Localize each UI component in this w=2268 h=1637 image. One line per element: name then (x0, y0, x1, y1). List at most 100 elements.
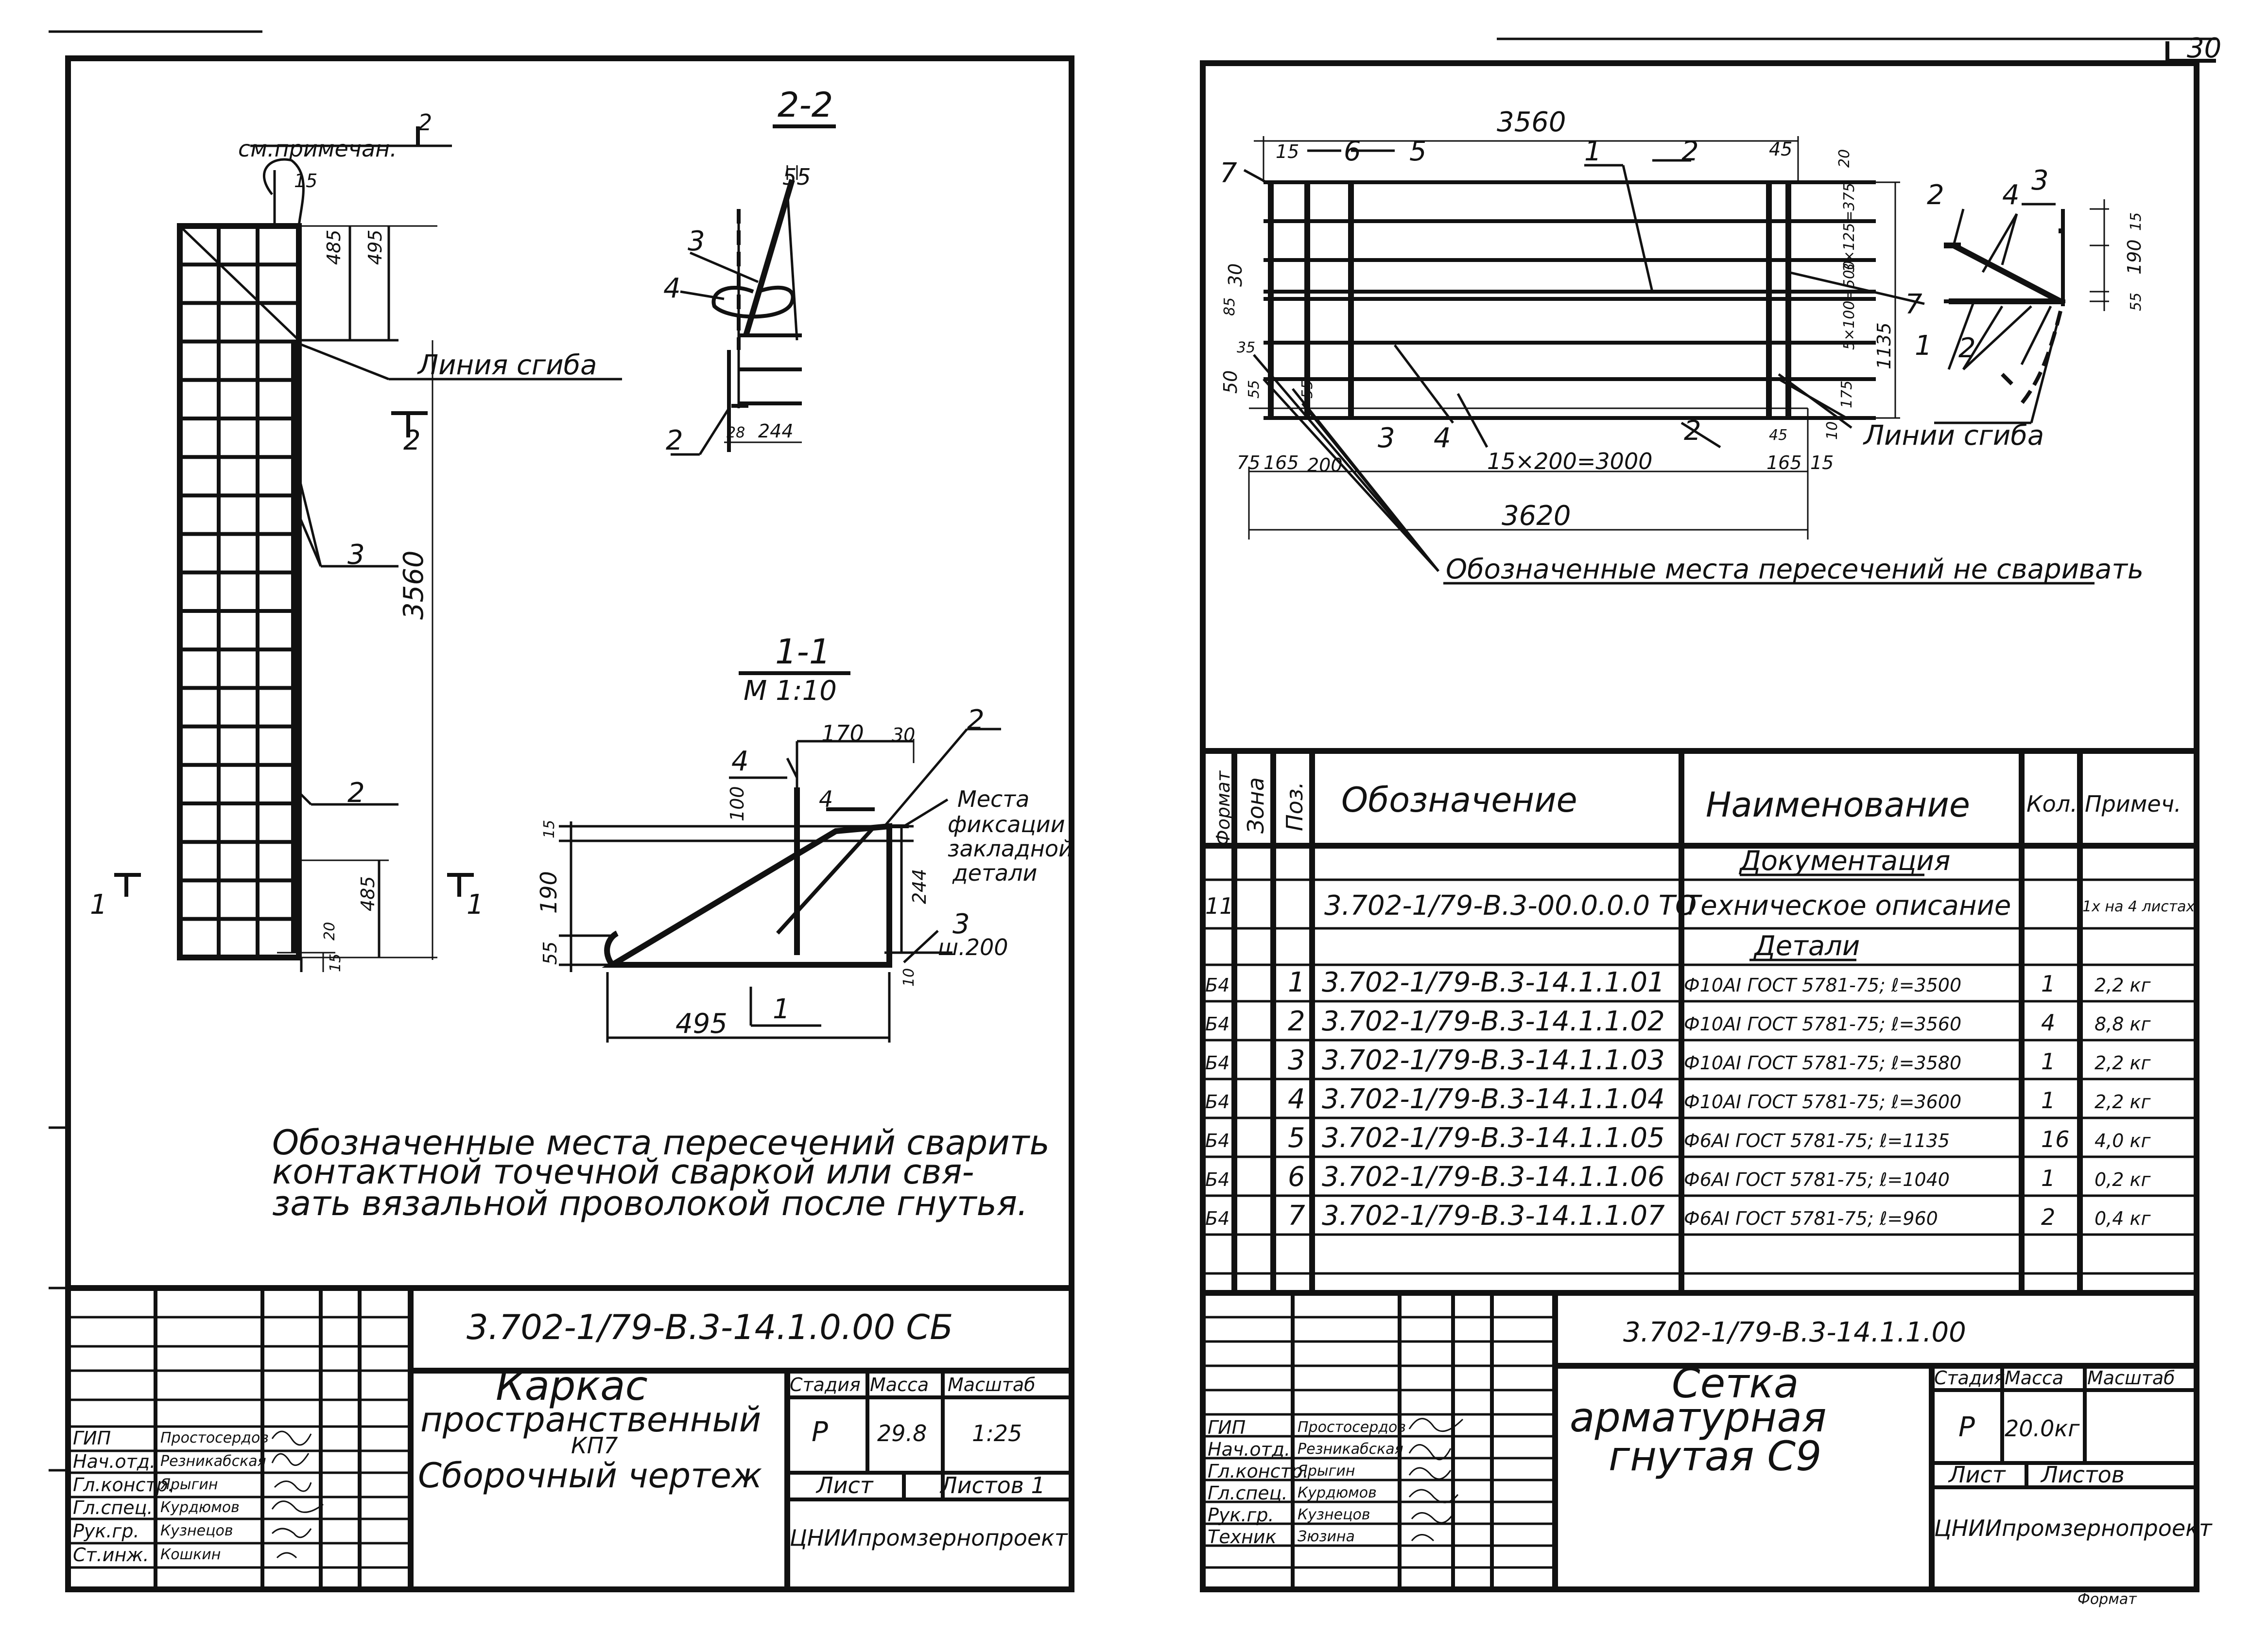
r-signature-1 (1408, 1444, 1452, 1461)
signature-3 (271, 1500, 324, 1513)
bend-profile: 2 4 3 1 2 15 190 55 Линии сгиба (1863, 165, 2145, 452)
plan-pos-7: 7 (1220, 157, 1237, 189)
signature-4 (271, 1528, 312, 1538)
right-role-1: Нач.отд. (1208, 1439, 1290, 1460)
plan-dim-15x200: 15×200=3000 (1487, 448, 1653, 474)
left-scale-label: Масштаб (948, 1374, 1036, 1395)
plan-dim-175: 175 (1838, 381, 1855, 408)
spec-h-designation: Обозначение (1341, 780, 1577, 820)
s11-embed-1: Места (957, 786, 1029, 812)
spec-h-zone: Зона (1243, 777, 1269, 834)
s11-embed-3: закладной (948, 836, 1073, 862)
signature-2 (274, 1480, 312, 1492)
plan-pos-3: 3 (1378, 422, 1395, 454)
left-role-5: Ст.инж. (73, 1544, 149, 1566)
profile-pos-2: 2 (1927, 179, 1944, 211)
profile-pos-4: 4 (2002, 179, 2020, 211)
left-staff-2: Ярыгин (160, 1476, 218, 1493)
left-name-3: КП7 (571, 1432, 618, 1459)
s11-dim-10: 10 (900, 968, 918, 987)
callout-2: 2 (347, 777, 365, 809)
left-sheet-frame (65, 55, 1074, 1592)
spec-name: Ф10АI ГОСТ 5781-75; ℓ=3560 (1684, 1013, 1961, 1035)
left-doc-code: 3.702-1/79-В.3-14.1.0.00 СБ (467, 1307, 953, 1347)
right-sheet-label: Лист (1948, 1462, 2006, 1488)
section-2-2-title: 2-2 (778, 85, 833, 125)
spec-note: 2,2 кг (2095, 975, 2151, 996)
spec-designation: 3.702-1/79-В.3-14.1.1.02 (1322, 1006, 1665, 1037)
spec-h-pos: Поз. (1281, 782, 1308, 831)
right-role-5: Техник (1208, 1526, 1277, 1548)
right-staff-4: Кузнецов (1298, 1506, 1370, 1523)
spec-doc-designation: 3.702-1/79-В.3-00.0.0.0 ТО (1324, 890, 1697, 922)
plan-dim-20: 20 (1836, 149, 1853, 168)
plan-dim-200: 200 (1307, 454, 1343, 476)
left-stage-label: Стадия (790, 1374, 861, 1395)
right-mass: 20.0кг (2005, 1415, 2080, 1442)
r-signature-4 (1411, 1512, 1454, 1524)
s22-pos-2: 2 (666, 425, 683, 456)
s11-dim-55: 55 (539, 941, 561, 965)
plan-dim-45b: 45 (1769, 427, 1787, 444)
s11-dim-100: 100 (727, 786, 748, 821)
mesh-horizontal-bars (180, 224, 299, 959)
right-stage-label: Стадия (1934, 1367, 2005, 1389)
left-stage: Р (812, 1416, 828, 1448)
spec-format: Б4 (1205, 975, 1229, 996)
dim-20: 20 (321, 922, 338, 940)
dim-15b: 15 (327, 954, 344, 972)
page-number: 30 (2187, 33, 2221, 64)
plan-dim-45: 45 (1769, 139, 1792, 160)
spec-table: Формат Зона Поз. Обозначение Наименовани… (1203, 748, 2197, 1293)
spec-designation: 3.702-1/79-В.3-14.1.1.03 (1322, 1045, 1665, 1076)
right-staff-1: Резникабская (1298, 1441, 1403, 1458)
mesh-plan: 3560 15 6 5 1 2 45 20 7 7 30 85 35 50 55… (1220, 106, 2144, 585)
left-staff-0: Простосердов (160, 1429, 269, 1446)
spec-pos: 1 (1288, 967, 1305, 998)
spec-qty: 4 (2041, 1010, 2055, 1036)
spec-section-docs: Документация (1738, 845, 1950, 877)
dim-495: 495 (364, 229, 386, 265)
spec-h-note: Примеч. (2085, 791, 2181, 817)
plan-dim-50: 50 (1220, 370, 1241, 394)
spec-h-qty: Кол. (2026, 791, 2078, 817)
section-1-1-title: 1-1 (775, 632, 831, 672)
spec-designation: 3.702-1/79-В.3-14.1.1.06 (1322, 1161, 1665, 1193)
spec-name: Ф10АI ГОСТ 5781-75; ℓ=3600 (1684, 1091, 1961, 1113)
right-scale-label: Масштаб (2087, 1367, 2175, 1389)
plan-dim-30: 30 (1225, 263, 1246, 287)
s11-pos-4: 4 (731, 746, 749, 777)
profile-pos-3: 3 (2031, 165, 2049, 196)
spec-format: Б4 (1205, 1091, 1229, 1113)
plan-dim-75: 75 (1237, 452, 1260, 473)
s11-pos-2: 2 (967, 704, 985, 736)
spec-note: 0,4 кг (2095, 1208, 2151, 1229)
spec-name: Ф6АI ГОСТ 5781-75; ℓ=960 (1684, 1208, 1938, 1229)
right-mass-label: Масса (2005, 1367, 2063, 1389)
plan-dim-55b: 55 (1299, 380, 1316, 399)
right-name-2: арматурная (1570, 1393, 1827, 1441)
spec-pos: 4 (1288, 1083, 1305, 1115)
r-signature-0 (1408, 1418, 1464, 1432)
right-role-3: Гл.спец. (1208, 1482, 1288, 1504)
plan-pos-4: 4 (1434, 422, 1451, 454)
s22-dim-28: 28 (727, 424, 745, 441)
note-ref: 2 (418, 109, 432, 136)
spec-note: 8,8 кг (2095, 1013, 2151, 1035)
spec-format: Б4 (1205, 1130, 1229, 1151)
left-scale: 1:25 (972, 1420, 1022, 1446)
profile-bend-label: Линии сгиба (1863, 420, 2044, 452)
spec-designation: 3.702-1/79-В.3-14.1.1.07 (1322, 1200, 1665, 1232)
spec-qty: 1 (2041, 1165, 2055, 1191)
dim-15: 15 (294, 170, 317, 192)
left-note: Обозначенные места пересечений сварить к… (272, 1123, 1050, 1223)
plan-dim-165: 165 (1264, 452, 1299, 473)
signature-1 (271, 1453, 310, 1466)
plan-dim-15: 15 (1276, 141, 1299, 162)
right-role-0: ГИП (1208, 1417, 1246, 1438)
